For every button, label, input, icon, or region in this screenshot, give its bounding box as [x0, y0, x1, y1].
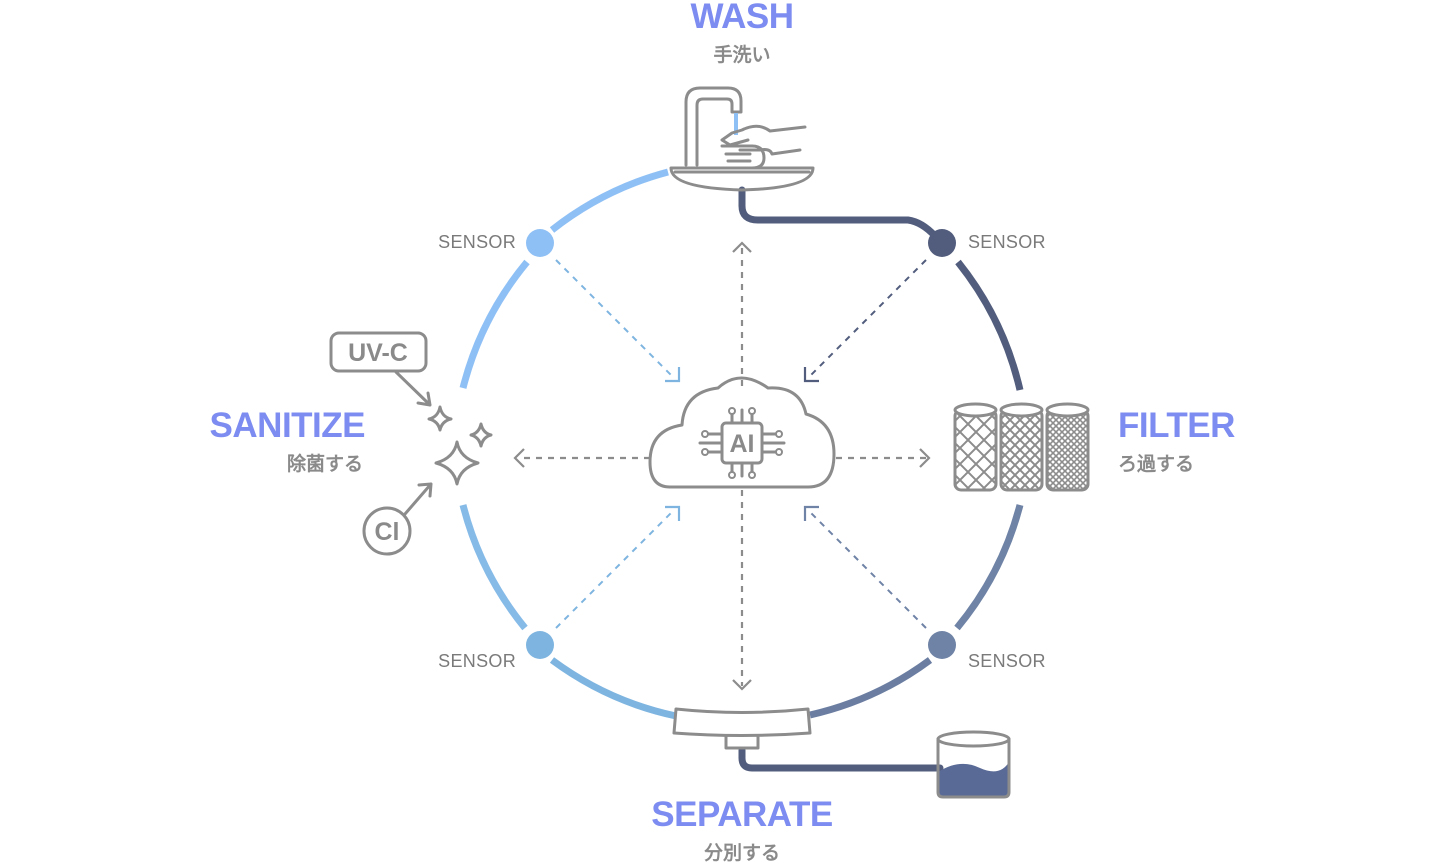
- separate-subtitle: 分別する: [704, 842, 780, 864]
- separate-to-tank-pipe: [738, 746, 944, 772]
- ring-bottom-left-arc: [549, 657, 677, 720]
- arrow-bottom-left-to-ai: [555, 511, 673, 629]
- uvc-label-box[interactable]: UV-C: [329, 331, 432, 407]
- ring-top-left-arc: [549, 168, 669, 233]
- tank-water: [938, 762, 1009, 797]
- arrowhead-ai-to-sanitize: [513, 448, 525, 468]
- sensor-bottom-left[interactable]: SENSOR: [438, 631, 554, 671]
- tank-body: [936, 737, 1011, 799]
- arrowhead-top-right: [803, 367, 819, 383]
- sensor-bottom-right[interactable]: SENSOR: [928, 631, 1046, 671]
- sensor-label: SENSOR: [438, 651, 516, 671]
- hands-icon: [720, 124, 807, 170]
- filter-cartridge-medium: [999, 402, 1044, 492]
- ring-left-upper-arc: [459, 259, 530, 389]
- ai-cloud-chip-icon[interactable]: AI: [648, 376, 836, 489]
- sink-basin-icon: [669, 166, 815, 192]
- chlorine-circle: [362, 506, 412, 556]
- sparkle-icon: [427, 405, 493, 486]
- tank-rim: [936, 730, 1011, 748]
- sensor-arrow-heads: [665, 367, 819, 521]
- separator-tray: [672, 707, 812, 737]
- separate-stage: SEPARATE 分別する: [651, 707, 1011, 864]
- ring-right-lower-arc: [954, 504, 1024, 631]
- wash-to-filter-pipe: [738, 186, 939, 240]
- chlorine-label: Cl: [375, 518, 400, 546]
- separate-title: SEPARATE: [651, 795, 832, 834]
- sensor-dot[interactable]: [928, 631, 956, 659]
- sanitize-title: SANITIZE: [210, 406, 365, 445]
- filter-subtitle: ろ過する: [1118, 453, 1194, 475]
- filter-cartridges-icon[interactable]: [953, 402, 1090, 492]
- arrow-bottom-right-to-ai: [809, 511, 927, 629]
- hand-washing-sink-icon[interactable]: [669, 86, 815, 192]
- sparkle-small-1: [427, 405, 453, 432]
- ring-right-arc: [955, 259, 1024, 391]
- filter-title: FILTER: [1118, 406, 1235, 445]
- sensor-top-left[interactable]: SENSOR: [438, 229, 554, 257]
- sparkle-small-2: [469, 422, 493, 448]
- cycle-ring: [459, 168, 1024, 772]
- sensor-top-right[interactable]: SENSOR: [928, 229, 1046, 257]
- arrowhead-ai-to-separate: [732, 679, 752, 691]
- filter-cartridge-fine: [1045, 402, 1090, 492]
- arrow-top-right-to-ai: [809, 259, 927, 377]
- sensor-label: SENSOR: [968, 232, 1046, 252]
- arrowhead-ai-to-filter: [919, 448, 931, 468]
- water-tank-icon[interactable]: [936, 730, 1011, 799]
- arrowhead-ai-to-wash: [732, 241, 752, 253]
- sensor-dot[interactable]: [526, 229, 554, 257]
- sensor-dot[interactable]: [526, 631, 554, 659]
- ai-control-arrows: [513, 241, 931, 691]
- filter-cartridge-coarse: [953, 402, 998, 492]
- sanitize-subtitle: 除菌する: [287, 452, 363, 475]
- cloud-outline: [648, 376, 836, 489]
- ring-bottom-right-arc: [809, 657, 933, 719]
- sanitize-stage: SANITIZE 除菌する UV-C Cl: [210, 331, 493, 556]
- sensor-label: SENSOR: [968, 651, 1046, 671]
- arrow-top-left-to-ai: [555, 259, 673, 377]
- uvc-box: [329, 331, 428, 373]
- arrowhead-bottom-right: [803, 505, 819, 521]
- chlorine-label-circle[interactable]: Cl: [362, 482, 433, 556]
- separator-outlet: [724, 735, 760, 750]
- wash-stage: WASH 手洗い: [669, 0, 815, 192]
- sparkle-large: [434, 440, 480, 486]
- ai-label: AI: [730, 430, 755, 458]
- sensor-label: SENSOR: [438, 232, 516, 252]
- chip-pin-nodes: [701, 407, 783, 479]
- sensor-dot[interactable]: [928, 229, 956, 257]
- faucet-icon: [684, 86, 743, 167]
- ring-left-lower-arc: [459, 504, 528, 631]
- uvc-label: UV-C: [348, 339, 408, 367]
- chlorine-arrow: [403, 482, 433, 516]
- arrowhead-top-left: [665, 367, 681, 383]
- arrowhead-bottom-left: [665, 505, 681, 521]
- separator-icon[interactable]: [672, 707, 812, 750]
- chip-pins: [698, 408, 786, 478]
- wash-title: WASH: [691, 0, 794, 36]
- filter-stage: FILTER ろ過する: [953, 402, 1236, 492]
- wash-subtitle: 手洗い: [713, 43, 770, 66]
- sensor-data-arrows: [555, 259, 927, 629]
- uvc-arrow: [394, 370, 432, 407]
